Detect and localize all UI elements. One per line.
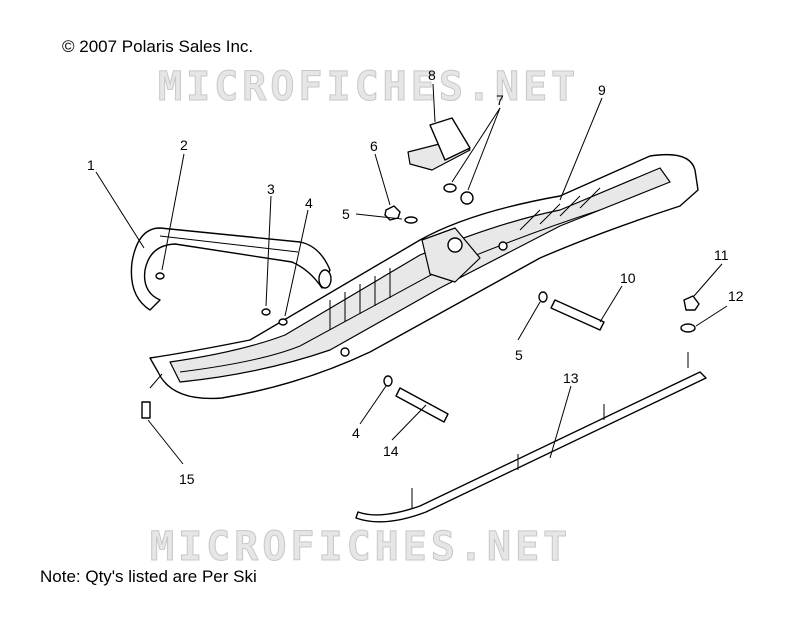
callout-11: 11 — [714, 247, 729, 263]
hardware-parts — [141, 183, 700, 423]
callout-5-upper: 5 — [342, 206, 350, 222]
ski-body — [149, 153, 699, 400]
callout-12: 12 — [728, 288, 744, 304]
copyright-text: © 2007 Polaris Sales Inc. — [62, 37, 254, 56]
watermark-bottom: MICROFICHES.NET — [150, 524, 571, 570]
callout-4-lower: 4 — [352, 425, 360, 441]
watermark-top: MICROFICHES.NET — [158, 64, 579, 110]
callout-7: 7 — [496, 92, 504, 108]
callout-8: 8 — [428, 67, 436, 83]
callout-2: 2 — [180, 137, 188, 153]
saddle-bumper — [407, 117, 471, 171]
callout-1: 1 — [87, 157, 95, 173]
callout-14: 14 — [383, 443, 399, 459]
callout-13: 13 — [563, 370, 579, 386]
callout-4-upper: 4 — [305, 195, 313, 211]
callout-3: 3 — [267, 181, 275, 197]
callout-9: 9 — [598, 82, 606, 98]
callout-10: 10 — [620, 270, 636, 286]
ski-runner — [355, 352, 707, 523]
callout-6: 6 — [370, 138, 378, 154]
leader-lines — [95, 83, 728, 465]
quantity-note: Note: Qty's listed are Per Ski — [40, 567, 257, 586]
ski-loop-handle — [130, 227, 332, 311]
callout-15: 15 — [179, 471, 195, 487]
callout-5-lower: 5 — [515, 347, 523, 363]
